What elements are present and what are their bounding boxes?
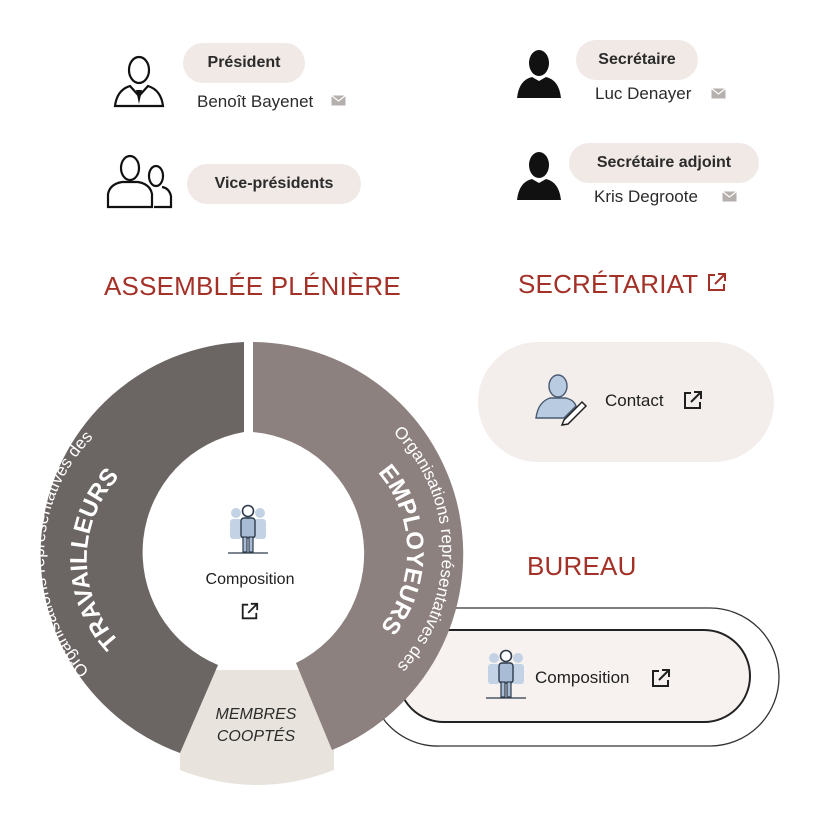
external-link-icon[interactable] (682, 390, 703, 411)
secretary-name: Luc Denayer (595, 84, 692, 103)
contact-person-icon (535, 374, 588, 426)
external-link-icon[interactable] (240, 602, 259, 621)
workers-segment (40, 342, 244, 753)
people-outline-icon (106, 154, 173, 209)
vice-presidents-role-pill: Vice-présidents (187, 164, 361, 204)
person-silhouette-icon (517, 50, 561, 98)
bureau-heading: BUREAU (527, 551, 637, 581)
president-role-label: Président (207, 54, 281, 71)
group-icon (486, 649, 526, 699)
mail-icon[interactable] (331, 95, 346, 106)
coopted-segment (180, 670, 334, 785)
secretariat-heading[interactable]: SECRÉTARIAT (518, 269, 699, 299)
deputy-secretary-role-label: Secrétaire adjoint (596, 154, 732, 171)
mail-icon[interactable] (722, 191, 737, 202)
ring-composition-label[interactable]: Composition (205, 571, 295, 588)
secretariat-contact-label[interactable]: Contact (605, 391, 664, 410)
group-icon (228, 504, 268, 554)
employers-segment (253, 342, 464, 750)
coopted-label-line1: MEMBRES (216, 706, 297, 723)
deputy-secretary-name: Kris Degroote (594, 187, 698, 206)
president-name: Benoît Bayenet (197, 92, 314, 111)
secretariat-contact-pill[interactable] (478, 342, 774, 462)
external-link-icon[interactable] (650, 668, 671, 689)
deputy-secretary-role-pill: Secrétaire adjoint (569, 143, 759, 183)
secretary-role-label: Secrétaire (598, 51, 676, 68)
plenary-heading: ASSEMBLÉE PLÉNIÈRE (104, 271, 401, 301)
secretary-role-pill: Secrétaire (576, 40, 698, 80)
vice-presidents-role-label: Vice-présidents (214, 175, 334, 192)
bureau-composition-label[interactable]: Composition (535, 668, 630, 687)
coopted-label-line2: COOPTÉS (217, 726, 296, 745)
bureau-outer-outline (379, 607, 780, 747)
person-silhouette-icon (517, 152, 561, 200)
person-suit-icon (113, 55, 165, 108)
external-link-icon[interactable] (706, 272, 727, 293)
mail-icon[interactable] (711, 88, 726, 99)
president-role-pill: Président (183, 43, 305, 83)
